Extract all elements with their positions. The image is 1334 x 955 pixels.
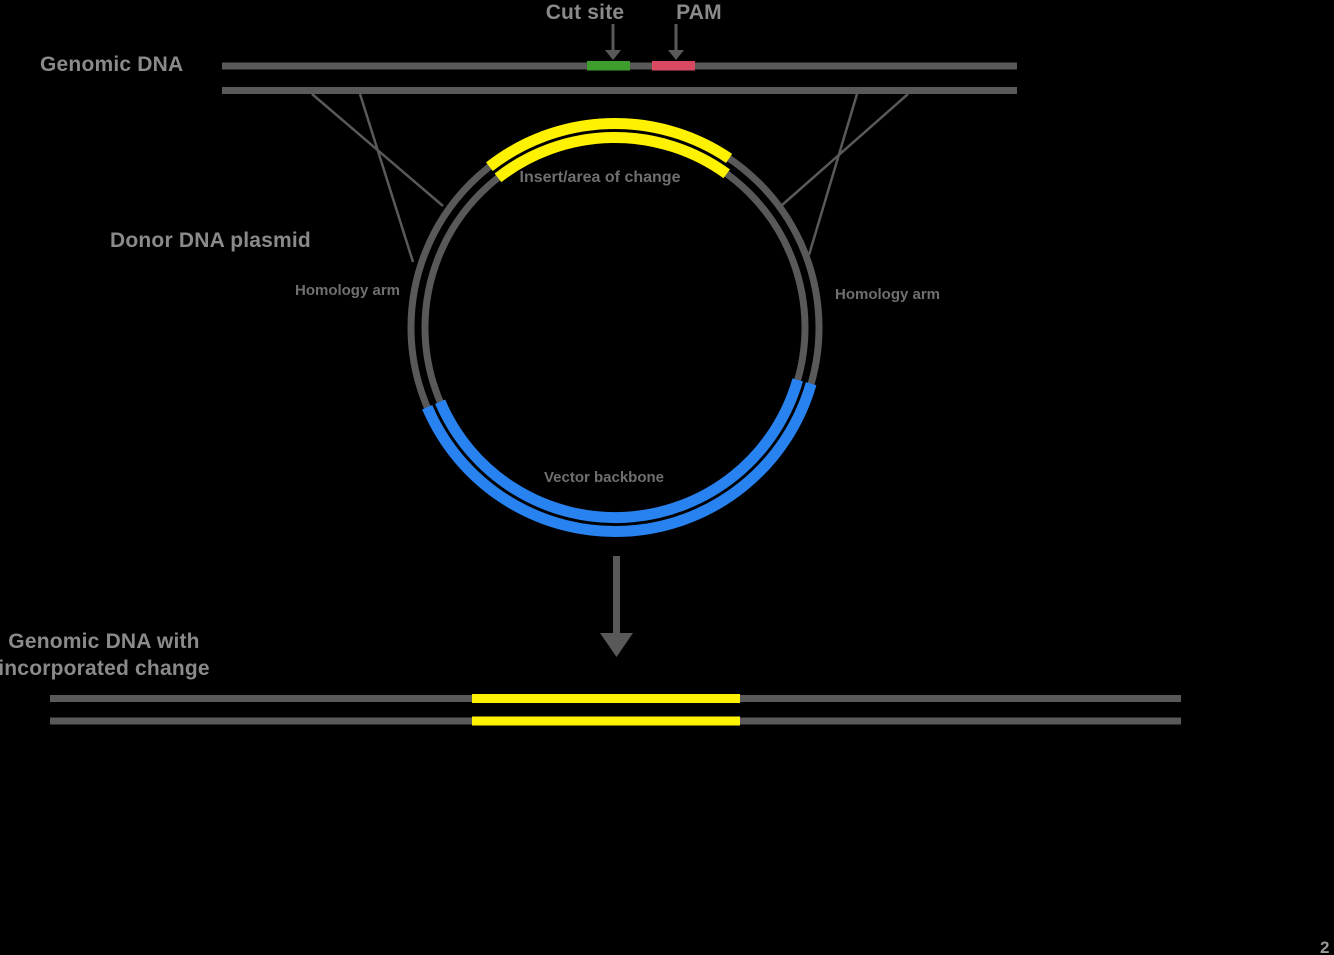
pam-segment — [652, 61, 695, 71]
vector-backbone-arc-outer — [422, 382, 817, 537]
vector-backbone-arc-inner — [435, 378, 803, 523]
down-arrow-icon — [600, 556, 633, 657]
donor-plasmid-circle — [407, 118, 823, 537]
incorporated-insert-top-segment — [472, 694, 740, 703]
result-label-line2: incorporated change — [0, 657, 210, 680]
page-number: 2 — [1320, 938, 1329, 955]
vector-backbone-label: Vector backbone — [544, 469, 664, 486]
cut-site-arrow-icon — [605, 24, 621, 60]
cut-site-segment — [587, 61, 630, 71]
result-label-line1: Genomic DNA with — [8, 630, 199, 653]
crossover-line-right-outer — [807, 93, 859, 256]
pam-arrow-icon — [668, 24, 684, 60]
crossover-line-left-inner — [358, 93, 415, 263]
incorporated-insert-bottom-segment — [472, 716, 740, 726]
insert-area-label: Insert/area of change — [520, 169, 681, 186]
genomic-dna-bottom-strand — [222, 87, 1017, 94]
pam-label: PAM — [676, 1, 722, 24]
genomic-dna-label: Genomic DNA — [40, 53, 183, 76]
recombination-crossover-lines — [311, 93, 909, 263]
insert-arc-outer — [486, 118, 733, 172]
insert-arc-inner — [494, 132, 730, 183]
homology-arm-right-label: Homology arm — [835, 286, 940, 303]
donor-plasmid-label: Donor DNA plasmid — [110, 229, 311, 252]
homology-arm-left-label: Homology arm — [295, 282, 400, 299]
cut-site-label: Cut site — [546, 1, 625, 24]
crossover-line-right-inner — [780, 93, 909, 207]
